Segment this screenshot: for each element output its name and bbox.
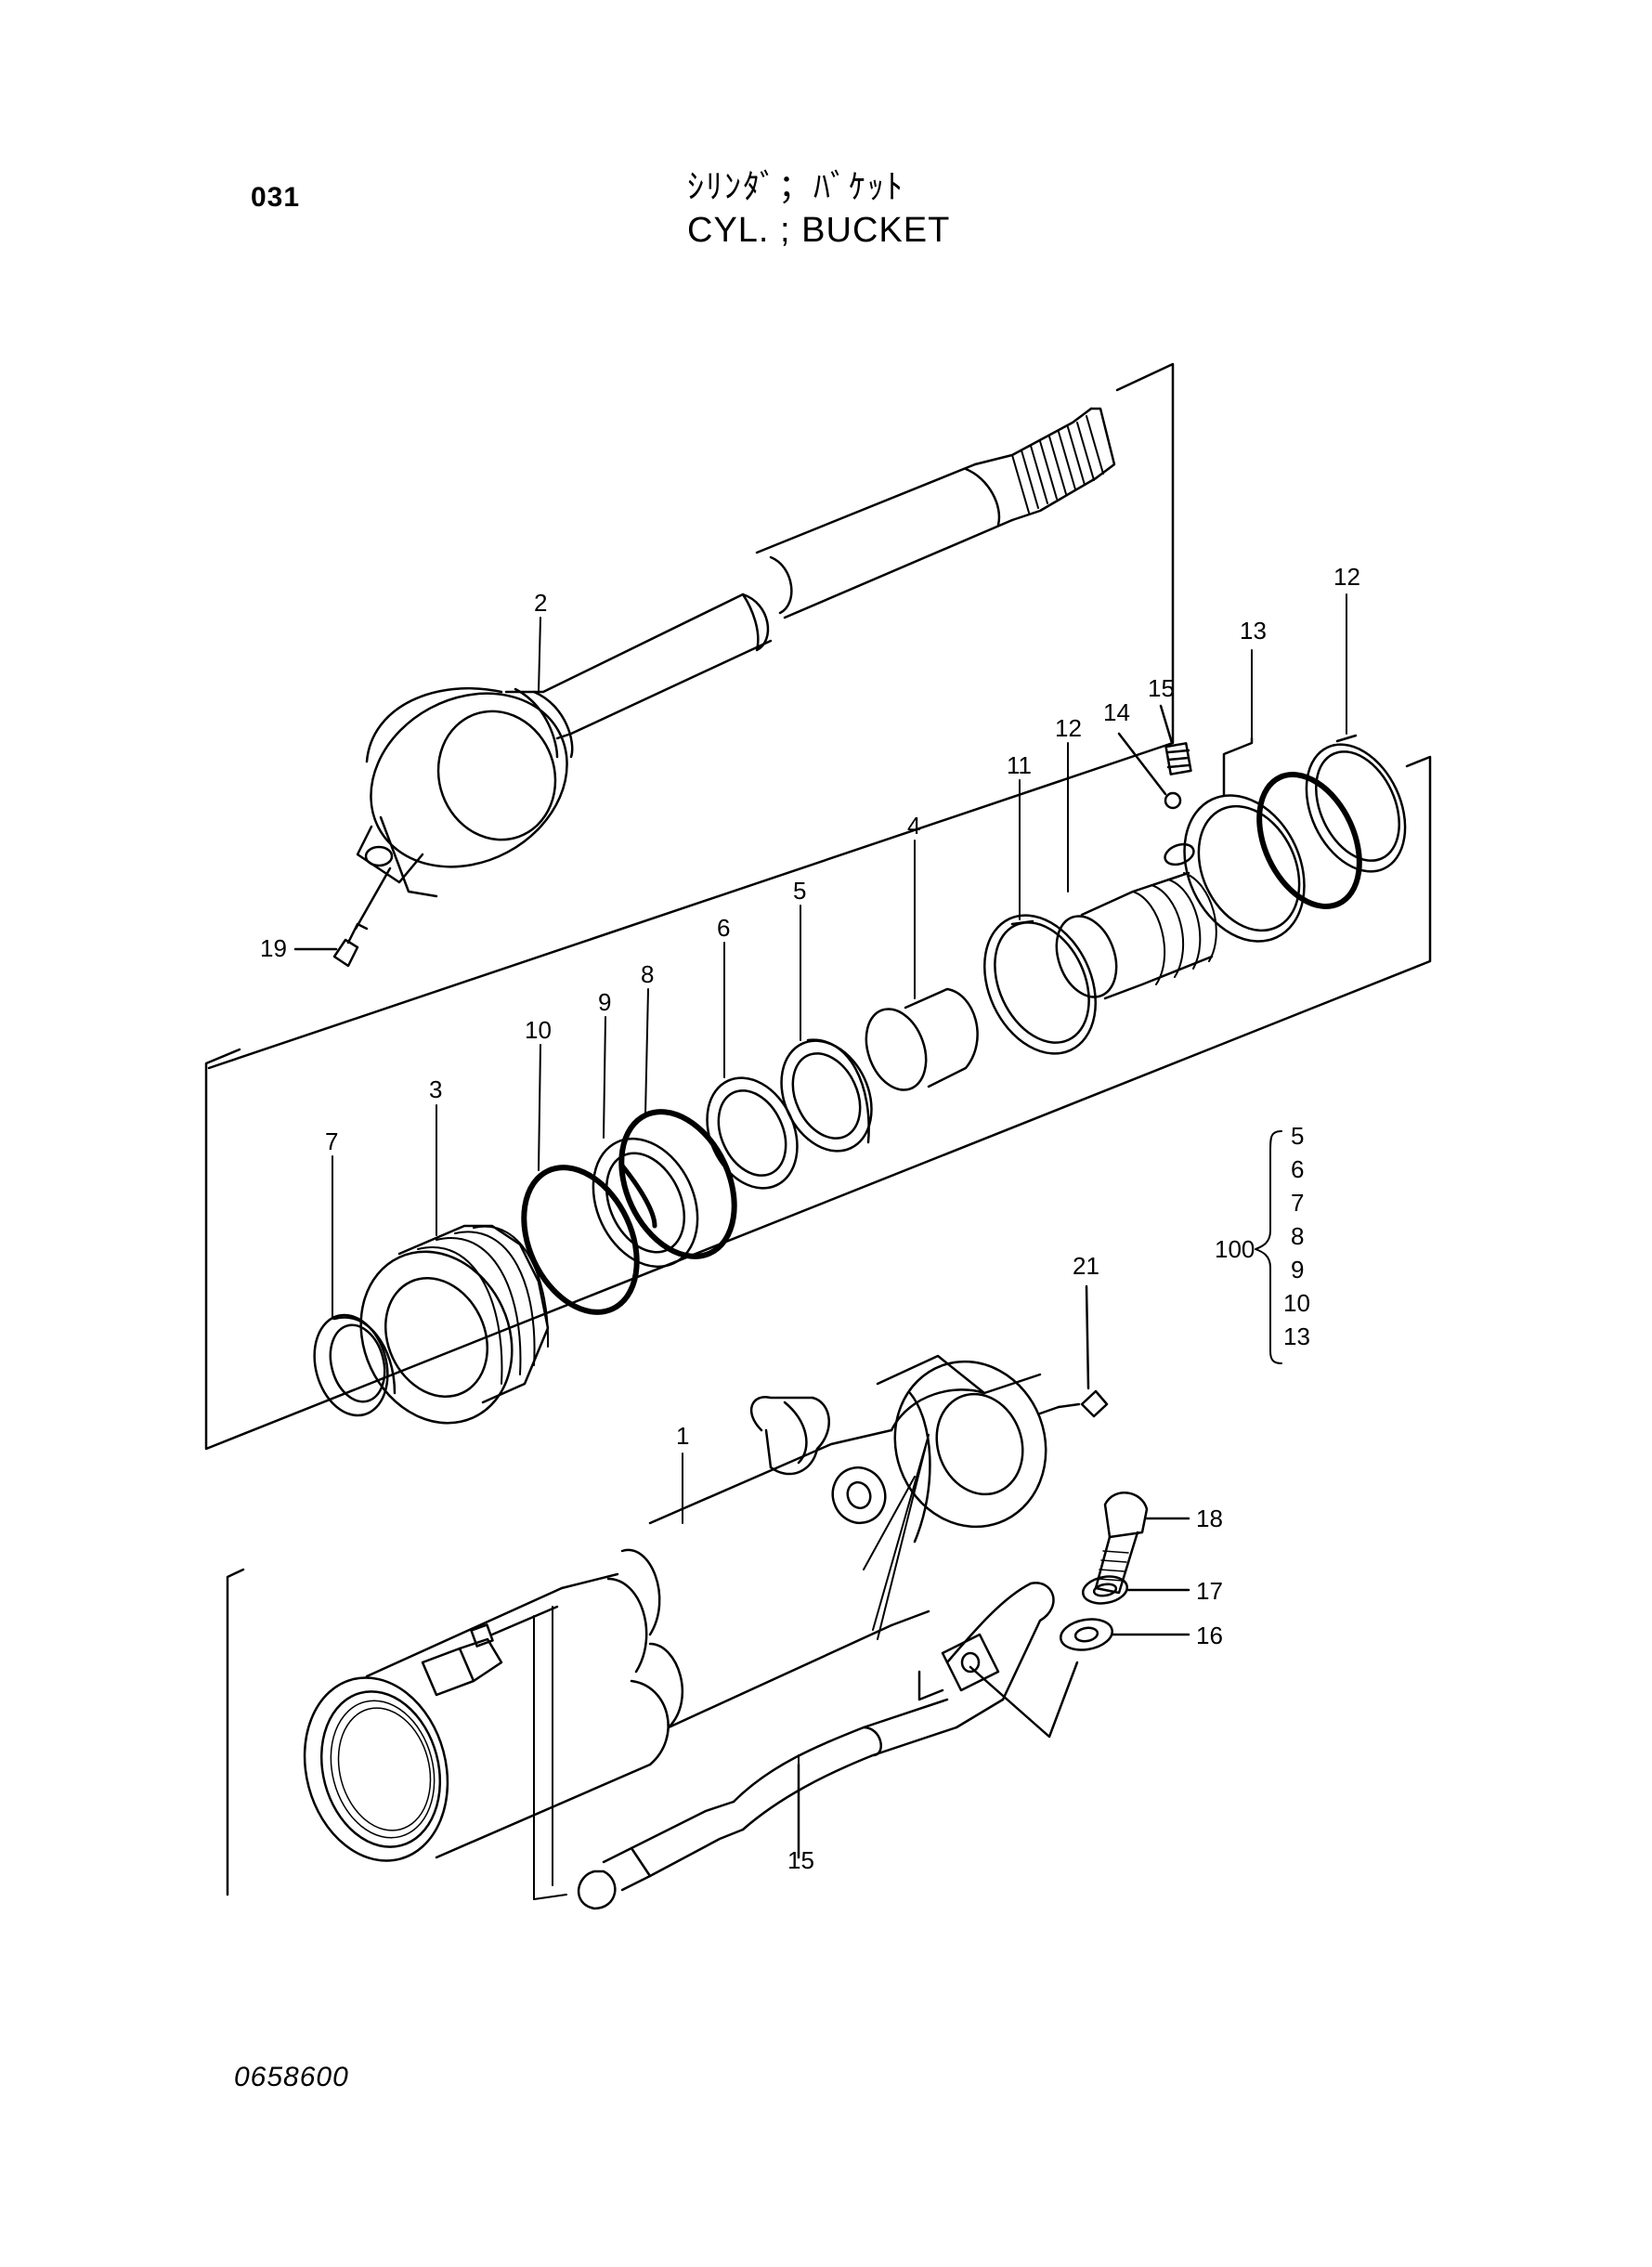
- callout-1: 1: [676, 1422, 689, 1450]
- leader-lines: [332, 593, 1347, 1900]
- callout-20: 19: [260, 934, 287, 962]
- callout-10: 10: [525, 1016, 552, 1044]
- o-ring-8: [618, 1109, 737, 1259]
- washer-18: [1081, 1575, 1190, 1605]
- grease-fitting-21: [1038, 1284, 1109, 1418]
- piston-rod: [356, 407, 1116, 898]
- callout-5: 5: [793, 877, 806, 905]
- rod-eye-outer: [370, 692, 568, 868]
- callout-16: 15: [787, 1846, 814, 1874]
- bushing-4: [865, 987, 979, 1091]
- callout-12a: 11: [1007, 751, 1032, 779]
- callout-9: 9: [598, 988, 611, 1016]
- kit-member-13: 13: [1283, 1322, 1310, 1350]
- seal-13: [1183, 736, 1362, 943]
- bolt-19: [1094, 1492, 1190, 1595]
- set-screw-15: [1159, 704, 1192, 775]
- rod-eye-bore: [436, 710, 557, 841]
- leader-9: [603, 1016, 606, 1139]
- title-block: ｼﾘﾝﾀﾞ；ﾊﾞｹｯﾄ CYL. ; BUCKET: [687, 167, 966, 253]
- grease-fitting-20: [293, 866, 392, 968]
- callout-4: 4: [907, 812, 920, 840]
- callout-13: 13: [1240, 617, 1267, 645]
- callout-18: 17: [1196, 1577, 1223, 1605]
- frame-tube-group: [226, 1568, 245, 1896]
- callout-3: 3: [429, 1075, 442, 1103]
- kit-100-group: 100 5 6 7 8 9 10 13: [1215, 1122, 1310, 1364]
- leader-8: [644, 988, 649, 1115]
- callout-8: 8: [641, 960, 654, 988]
- kit-member-5: 5: [1291, 1122, 1304, 1150]
- callout-labels: 2 19 3 7 10 9 8 6 5 4 11 12 14 15 13 12 …: [260, 563, 1360, 1874]
- kit-number: 100: [1215, 1235, 1255, 1263]
- callout-11: 12: [1055, 714, 1082, 742]
- callout-7: 7: [325, 1127, 338, 1155]
- leader-10: [538, 1044, 541, 1171]
- callout-12b: 12: [1333, 563, 1360, 591]
- ball-14: [1117, 732, 1182, 810]
- kit-member-7: 7: [1291, 1189, 1304, 1217]
- callout-14: 14: [1103, 698, 1130, 726]
- kit-member-10: 10: [1283, 1289, 1310, 1317]
- title-english: CYL. ; BUCKET: [687, 211, 951, 250]
- pipe-16: [577, 1582, 1055, 1910]
- callout-2: 2: [534, 589, 547, 617]
- kit-member-6: 6: [1291, 1155, 1304, 1183]
- page-number: 031: [251, 182, 301, 213]
- ring-5: [780, 1038, 873, 1153]
- ring-6: [706, 1076, 799, 1190]
- kit-member-8: 8: [1291, 1222, 1304, 1250]
- callout-21: 21: [1073, 1252, 1099, 1280]
- callout-6: 6: [717, 914, 730, 942]
- washer-17: [969, 1618, 1190, 1739]
- callout-19: 18: [1196, 1505, 1223, 1532]
- drawing-id: 0658600: [234, 2062, 349, 2092]
- frame-rod-group: [207, 362, 1175, 1070]
- piston-11: [1055, 842, 1217, 1000]
- title-japanese: ｼﾘﾝﾀﾞ；ﾊﾞｹｯﾄ: [687, 168, 905, 206]
- kit-member-9: 9: [1291, 1256, 1304, 1283]
- dust-seal-7: [313, 1313, 397, 1417]
- frame-piston-group: [204, 755, 1432, 1451]
- callout-17: 16: [1196, 1622, 1223, 1649]
- o-ring-10: [521, 1165, 640, 1315]
- wear-ring-12b: [1305, 734, 1407, 873]
- cylinder-tube: [303, 1354, 1047, 1862]
- wear-ring-12a: [982, 914, 1098, 1055]
- leader-2: [538, 617, 541, 693]
- callout-15: 15: [1148, 674, 1175, 702]
